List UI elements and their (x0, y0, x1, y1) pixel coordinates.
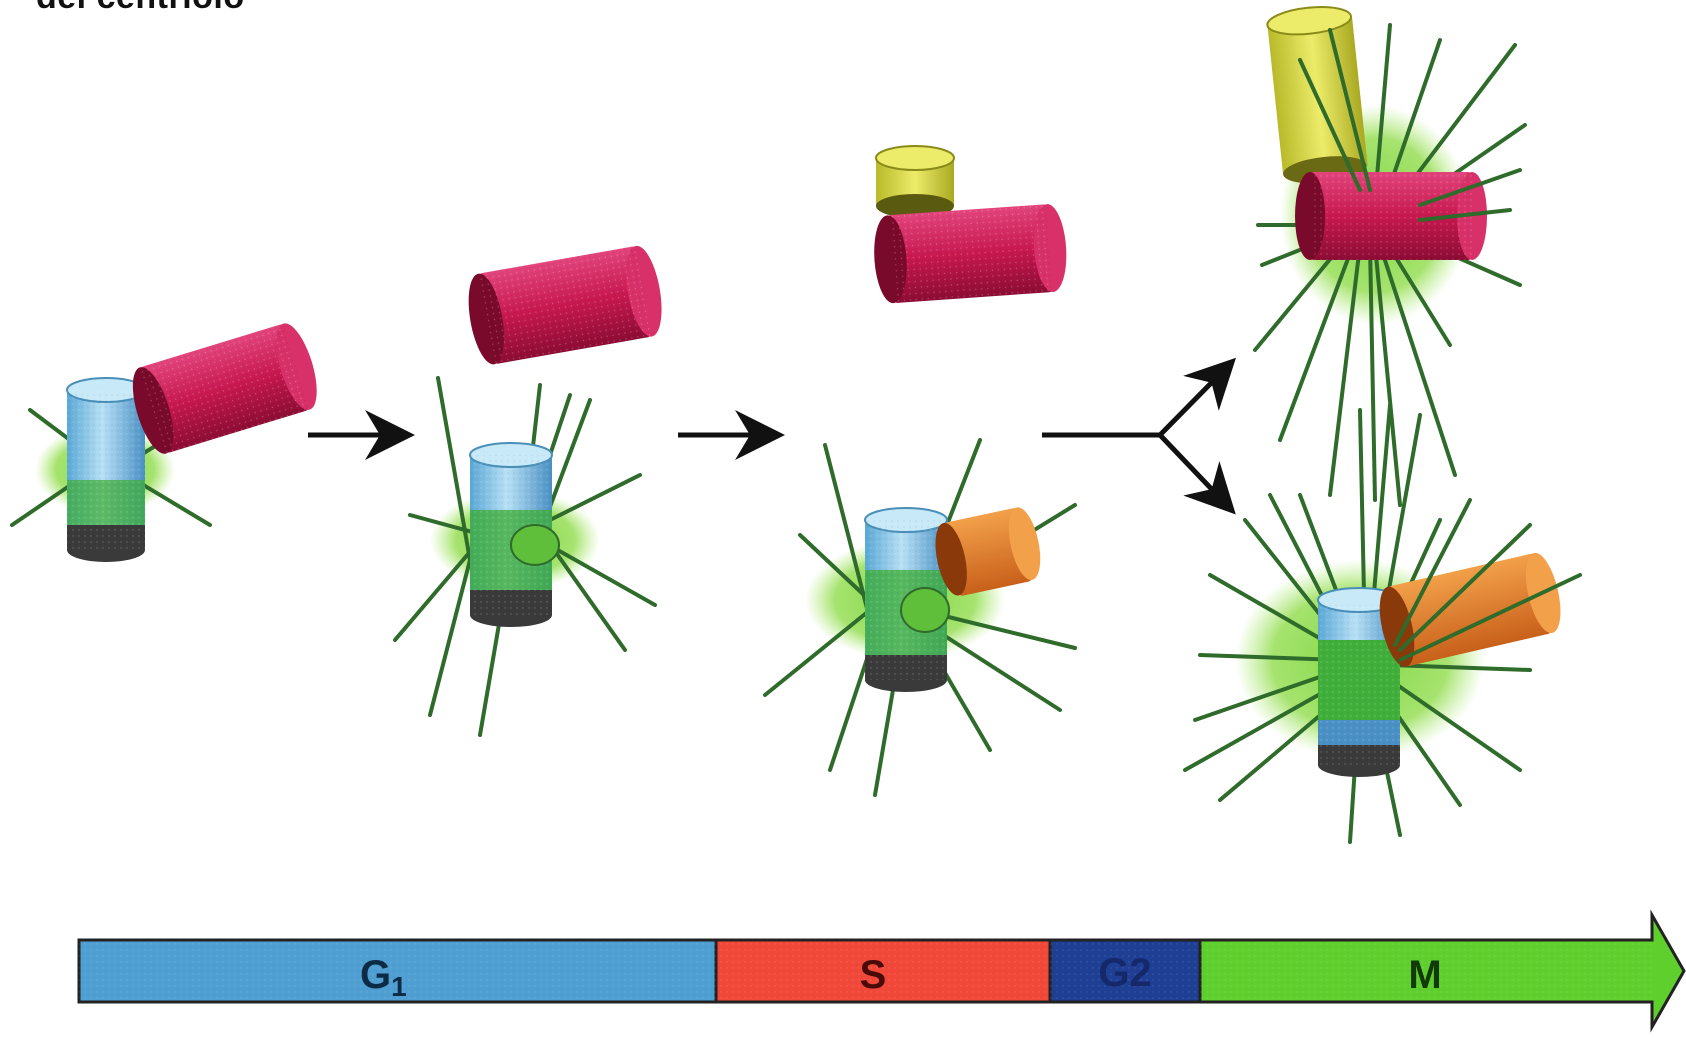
stage-1 (12, 319, 325, 562)
arrow-split-icon (1042, 372, 1222, 500)
stage-4-bottom-centrosome (1185, 405, 1580, 842)
procentriole-bud (901, 588, 949, 632)
cell-cycle-bar: G1 S G2 M (79, 915, 1684, 1027)
phase-label-m: M (1408, 953, 1441, 997)
yellow-procentriole (876, 146, 954, 218)
mother-centriole (67, 378, 145, 562)
stage-3 (765, 146, 1075, 795)
stage-4-top-centrosome (1255, 3, 1525, 505)
stage-2 (395, 243, 668, 735)
daughter-centriole (871, 203, 1069, 304)
procentriole-bud (511, 525, 559, 565)
daughter-centriole (125, 319, 325, 458)
daughter-centriole (463, 243, 668, 367)
phase-label-g2: G2 (1098, 951, 1151, 995)
phase-label-s: S (860, 953, 887, 997)
